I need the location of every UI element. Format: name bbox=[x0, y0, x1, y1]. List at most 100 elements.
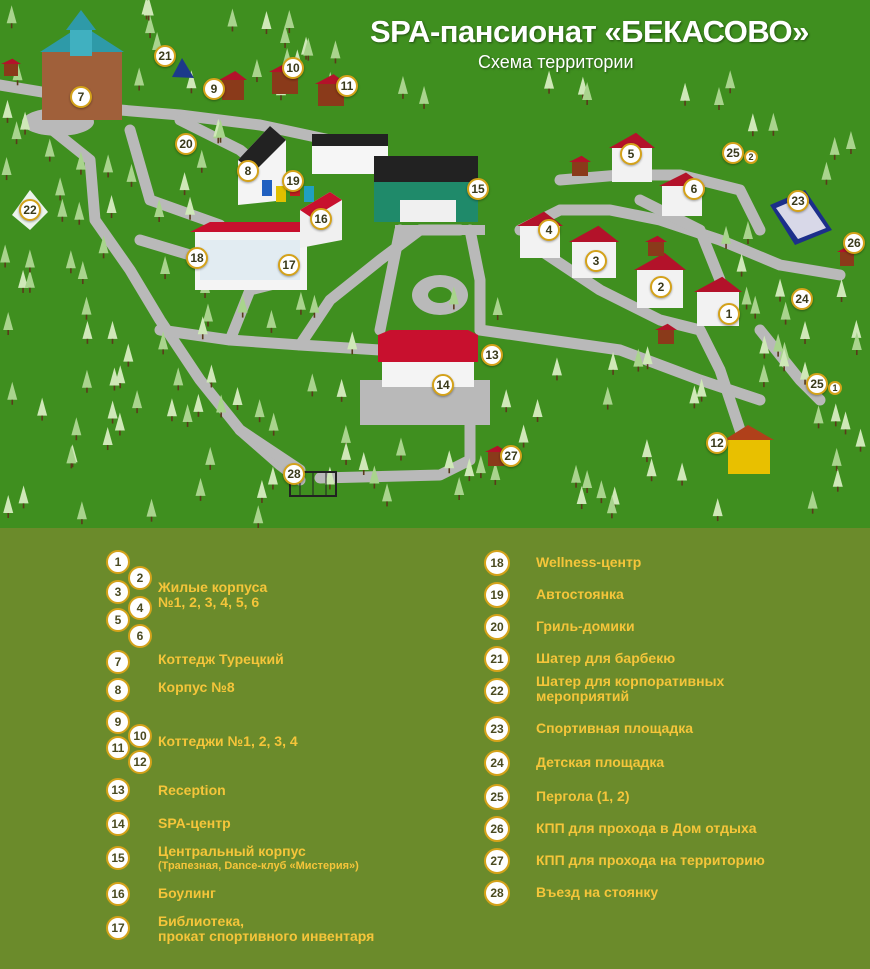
map-marker-10[interactable]: 10 bbox=[282, 57, 304, 79]
tree bbox=[266, 309, 277, 328]
legend-right-item-27: КПП для прохода на территорию bbox=[536, 853, 765, 868]
map-marker-18[interactable]: 18 bbox=[186, 247, 208, 269]
map-marker-17[interactable]: 17 bbox=[278, 254, 300, 276]
map-marker-8[interactable]: 8 bbox=[237, 160, 259, 182]
tree bbox=[750, 295, 761, 314]
map-marker-24[interactable]: 24 bbox=[791, 288, 813, 310]
map-marker-label: 24 bbox=[795, 292, 809, 306]
map-marker-14[interactable]: 14 bbox=[432, 374, 454, 396]
map-marker-label: 25 bbox=[810, 377, 824, 391]
map-marker-3[interactable]: 3 bbox=[585, 250, 607, 272]
tree bbox=[341, 441, 352, 460]
tree bbox=[759, 335, 770, 354]
tree bbox=[829, 136, 840, 155]
legend-item-label: Шатер для корпоративных bbox=[536, 673, 725, 689]
map-marker-1[interactable]: 1 bbox=[718, 303, 740, 325]
map-marker-25b[interactable]: 25 bbox=[722, 142, 744, 164]
tree bbox=[216, 394, 227, 413]
tree bbox=[193, 393, 204, 412]
tree bbox=[123, 343, 134, 362]
map-marker-label: 9 bbox=[210, 82, 218, 96]
map-marker-label: 19 bbox=[286, 174, 300, 188]
map-marker-26[interactable]: 26 bbox=[843, 232, 865, 254]
legend-right-item-18: Wellness-центр bbox=[536, 555, 641, 570]
legend-left-item-1: Коттедж Турецкий bbox=[158, 652, 284, 667]
map-marker-2[interactable]: 2 bbox=[650, 276, 672, 298]
tree bbox=[253, 505, 264, 524]
map-marker-13[interactable]: 13 bbox=[481, 344, 503, 366]
legend-right-item-19: Автостоянка bbox=[536, 587, 624, 602]
legend-number-3: 3 bbox=[106, 580, 130, 604]
map-marker-label: 23 bbox=[791, 194, 805, 208]
map-marker-label: 5 bbox=[627, 147, 635, 161]
legend-item-label: Центральный корпус bbox=[158, 843, 306, 859]
tree bbox=[307, 373, 318, 392]
map-marker-4[interactable]: 4 bbox=[538, 219, 560, 241]
tree bbox=[261, 11, 272, 30]
map-marker-21[interactable]: 21 bbox=[154, 45, 176, 67]
map-marker-12[interactable]: 12 bbox=[706, 432, 728, 454]
map-marker-sub-25a: 1 bbox=[828, 381, 842, 395]
legend-item-label: Wellness-центр bbox=[536, 554, 642, 570]
tree bbox=[721, 225, 732, 244]
map-marker-9[interactable]: 9 bbox=[203, 78, 225, 100]
tree bbox=[501, 389, 512, 408]
legend-left-item-3: Коттеджи №1, 2, 3, 4 bbox=[158, 734, 298, 749]
tree bbox=[768, 112, 779, 131]
map-marker-6[interactable]: 6 bbox=[683, 178, 705, 200]
legend-number-17: 17 bbox=[106, 916, 130, 940]
legend-left-item-4: Reception bbox=[158, 783, 226, 798]
tree bbox=[831, 447, 842, 466]
legend-item-label: Корпус №8 bbox=[158, 679, 235, 695]
tree bbox=[6, 5, 17, 24]
tree bbox=[736, 253, 747, 272]
map-marker-label: 11 bbox=[340, 79, 354, 93]
legend-number-18: 18 bbox=[484, 550, 510, 576]
legend-item-label-line2: прокат спортивного инвентаря bbox=[158, 928, 375, 944]
legend-right-item-26: КПП для прохода в Дом отдыха bbox=[536, 821, 757, 836]
tree bbox=[66, 445, 77, 464]
tree bbox=[267, 466, 278, 485]
legend-item-label-line2: №1, 2, 3, 4, 5, 6 bbox=[158, 594, 260, 610]
tree bbox=[340, 424, 351, 443]
tree bbox=[741, 286, 752, 305]
tree bbox=[544, 70, 555, 89]
tree bbox=[832, 468, 843, 487]
tree bbox=[303, 37, 314, 56]
legend-item-label: Пергола (1, 2) bbox=[536, 788, 630, 804]
legend-right-item-25: Пергола (1, 2) bbox=[536, 789, 630, 804]
map-marker-20[interactable]: 20 bbox=[175, 133, 197, 155]
legend-item-label: Коттедж Турецкий bbox=[158, 651, 284, 667]
map-marker-16[interactable]: 16 bbox=[310, 208, 332, 230]
tree bbox=[71, 417, 82, 436]
map-marker-11[interactable]: 11 bbox=[336, 75, 358, 97]
map-marker-label: 4 bbox=[545, 223, 553, 237]
tree bbox=[836, 279, 847, 298]
map-marker-15[interactable]: 15 bbox=[467, 178, 489, 200]
legend-item-label: Reception bbox=[158, 782, 226, 798]
tree bbox=[330, 40, 341, 59]
legend-number-15: 15 bbox=[106, 846, 130, 870]
map-marker-label: 25 bbox=[726, 146, 740, 160]
map-marker-22[interactable]: 22 bbox=[19, 199, 41, 221]
tree bbox=[82, 320, 93, 339]
legend-number-27: 27 bbox=[484, 848, 510, 874]
tree bbox=[369, 465, 380, 484]
territory-map: SPA-пансионат «БЕКАСОВО» Схема территори… bbox=[0, 0, 870, 528]
tree bbox=[382, 483, 393, 502]
tree bbox=[606, 495, 617, 514]
map-marker-25a[interactable]: 25 bbox=[806, 373, 828, 395]
map-marker-7[interactable]: 7 bbox=[70, 86, 92, 108]
building-central bbox=[312, 134, 478, 222]
tree bbox=[284, 10, 295, 29]
map-marker-27[interactable]: 27 bbox=[500, 445, 522, 467]
map-marker-23[interactable]: 23 bbox=[787, 190, 809, 212]
legend-item-label: Жилые корпуса bbox=[158, 579, 268, 595]
map-marker-19[interactable]: 19 bbox=[282, 170, 304, 192]
map-marker-28[interactable]: 28 bbox=[283, 463, 305, 485]
legend-number-23: 23 bbox=[484, 716, 510, 742]
map-marker-5[interactable]: 5 bbox=[620, 143, 642, 165]
legend-number-7: 7 bbox=[106, 650, 130, 674]
tree bbox=[132, 390, 143, 409]
legend-item-label: КПП для прохода в Дом отдыха bbox=[536, 820, 757, 836]
